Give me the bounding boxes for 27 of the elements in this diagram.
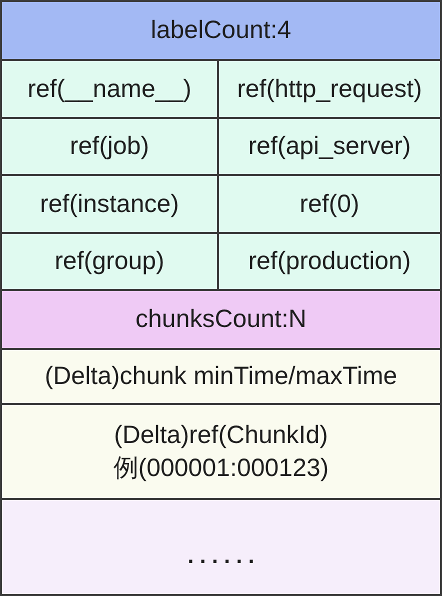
cell-text: ref(job) [70, 131, 150, 162]
label-ref-cell [217, 174, 442, 234]
header-row [0, 0, 442, 61]
label-ref-cell [0, 59, 219, 119]
cell-text: chunksCount:N [136, 304, 306, 335]
chunk-time-row [0, 348, 442, 405]
cell-text: 例(000001:000123) [113, 452, 329, 484]
cell-text: ref(0) [300, 188, 360, 220]
label-ref-cell [217, 59, 442, 119]
count-row [0, 289, 442, 350]
cell-text: ref(api_server) [248, 131, 411, 162]
cell-text: (Delta)chunk minTime/maxTime [44, 361, 398, 392]
label-ref-cell [0, 174, 219, 234]
label-ref-cell [217, 232, 442, 291]
label-ref-cell [217, 117, 442, 176]
ellipsis-row [0, 498, 442, 596]
label-ref-cell [0, 117, 219, 176]
label-ref-cell [0, 232, 219, 291]
ellipsis-text: ...... [186, 544, 260, 568]
cell-text: ref(http_request) [237, 74, 422, 104]
cell-text: (Delta)ref(ChunkId) [114, 420, 328, 450]
cell-text: ref(instance) [40, 188, 179, 220]
cell-text: labelCount:4 [150, 15, 292, 46]
cell-text: ref(production) [248, 246, 411, 277]
chunk-ref-row [0, 403, 442, 500]
cell-text: ref(__name__) [28, 74, 192, 104]
cell-text: ref(group) [54, 246, 164, 277]
